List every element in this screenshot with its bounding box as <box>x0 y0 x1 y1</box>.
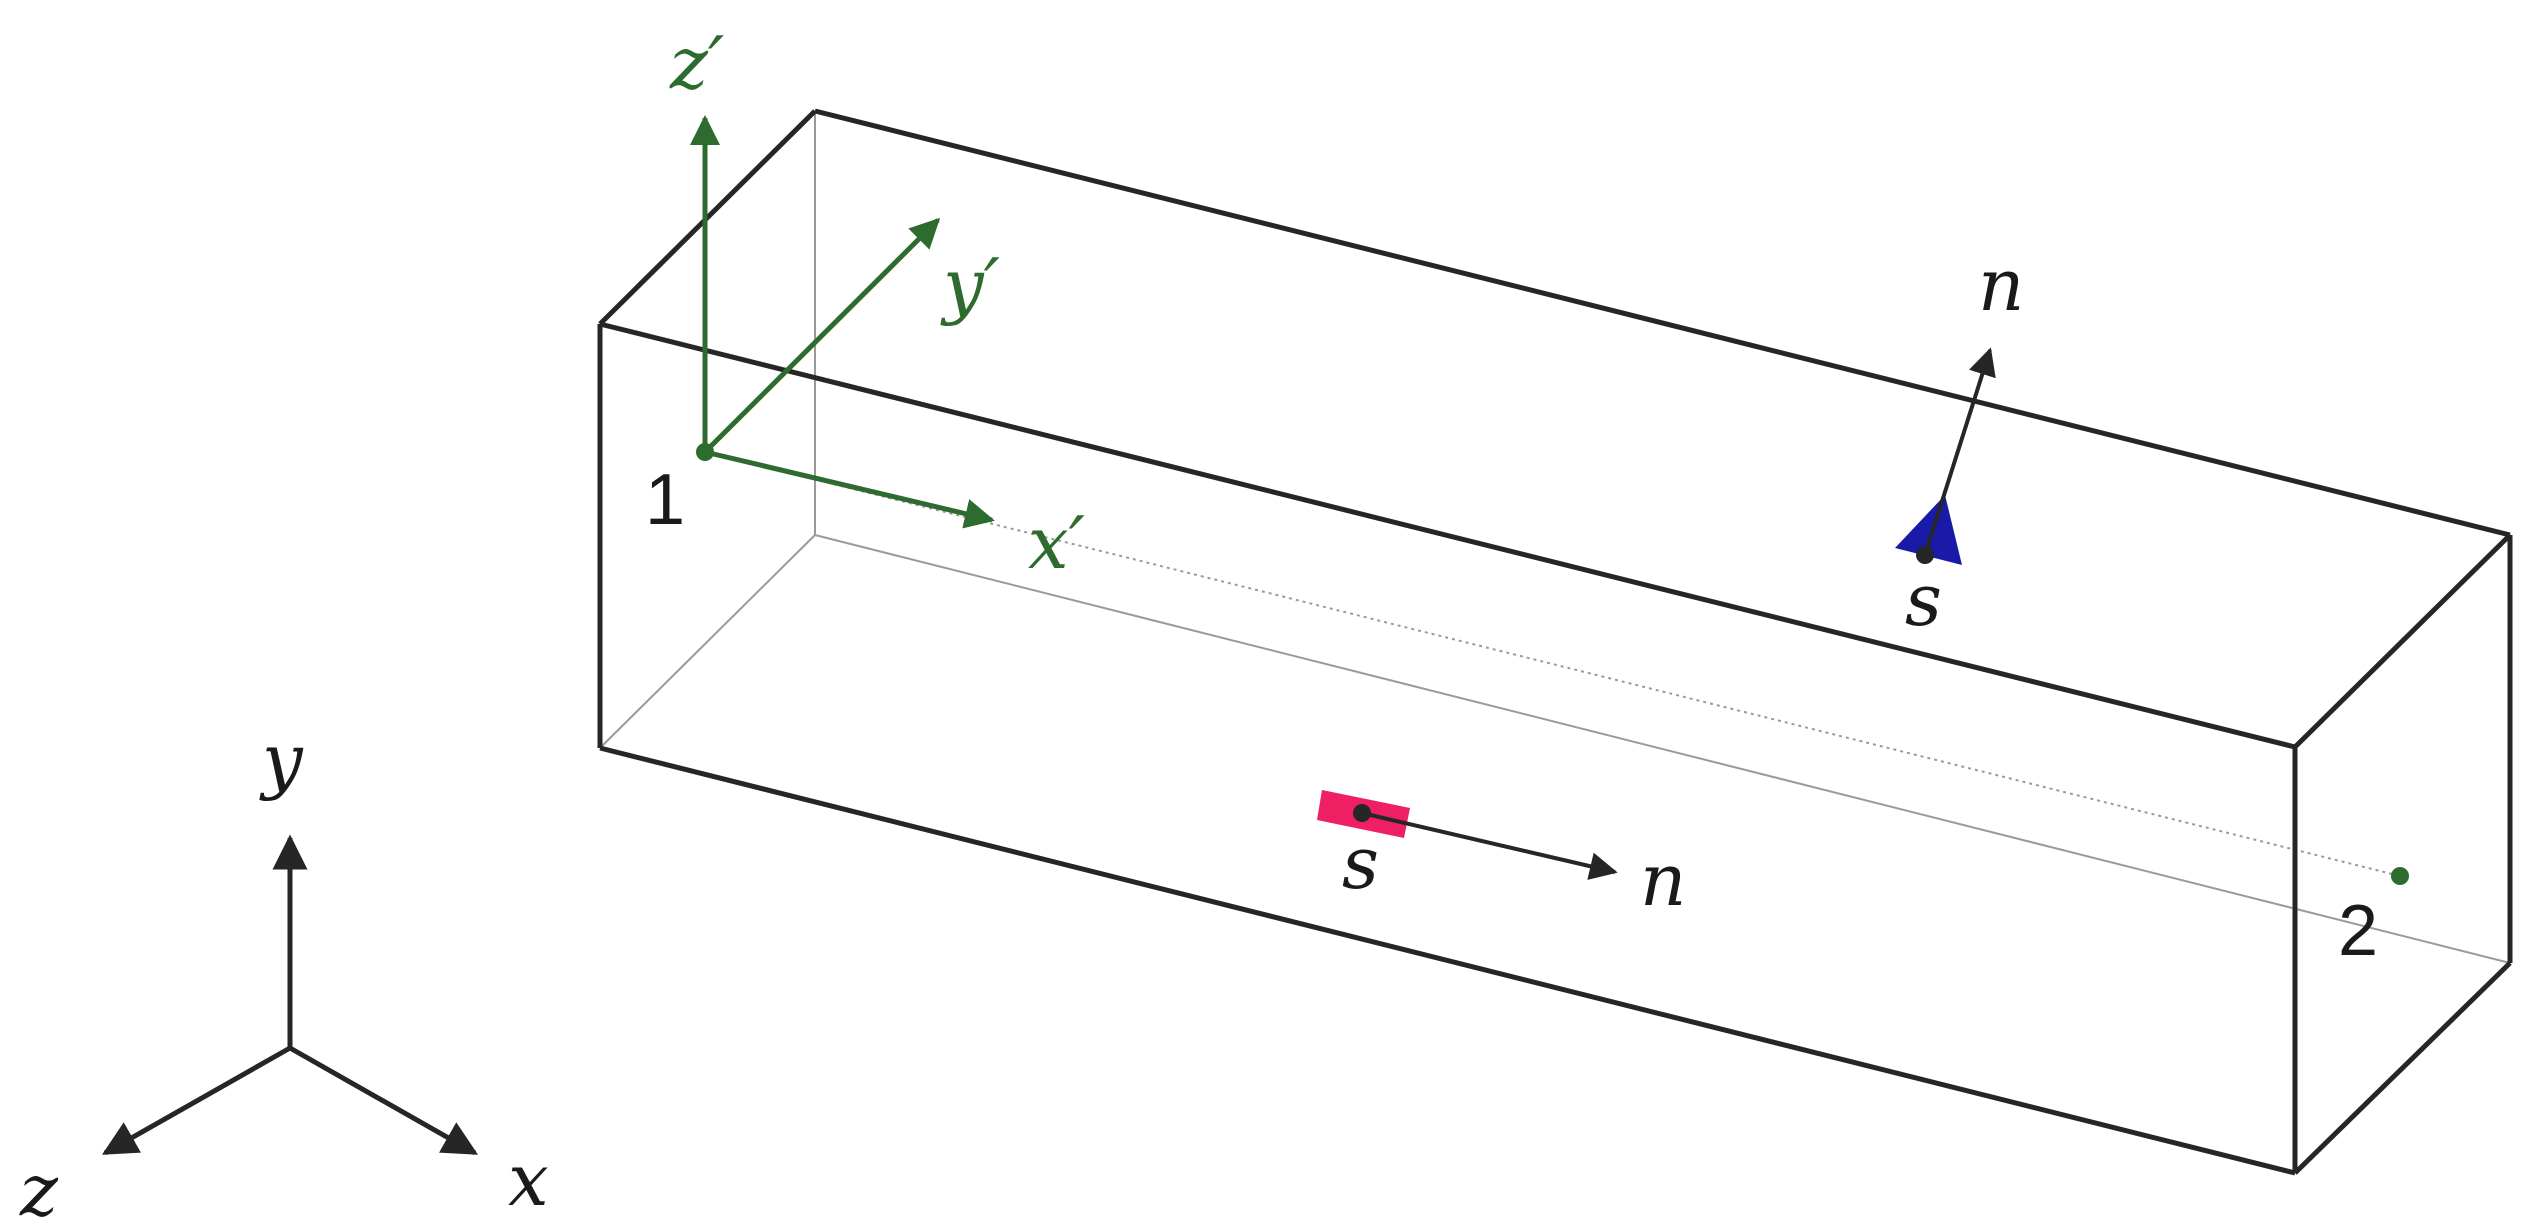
edge-bottom-right <box>2293 961 2512 1175</box>
edge-front-top <box>599 321 2296 750</box>
point-2-marker <box>2391 867 2409 885</box>
centerline <box>704 451 2401 877</box>
box-hidden-edges <box>599 111 2511 964</box>
edge-top-back <box>814 108 2511 538</box>
box-visible-edges <box>597 108 2513 1176</box>
edge-top-right <box>2293 533 2512 749</box>
front-normal-vector <box>1361 811 1618 880</box>
top-surface-point <box>1916 546 1934 564</box>
point-1-marker <box>696 443 714 461</box>
point-2-label: 2 <box>2338 891 2378 971</box>
local-y-axis <box>703 217 941 454</box>
top-s-label: s <box>1905 558 1942 642</box>
global-x-label: x <box>508 1138 549 1222</box>
front-n-label: n <box>1640 838 1686 922</box>
point-1-label: 1 <box>645 460 685 540</box>
top-n-label: n <box>1978 243 2024 327</box>
global-z-label: z <box>19 1148 59 1227</box>
local-x-axis <box>704 449 995 529</box>
local-z-label: z′ <box>669 21 724 105</box>
global-y-label: y <box>259 718 304 802</box>
front-surface-point <box>1353 804 1371 822</box>
top-surface-element <box>1895 495 1962 565</box>
global-x-axis <box>288 1045 479 1156</box>
global-frame <box>101 834 479 1156</box>
top-normal-vector <box>1923 347 1996 556</box>
hidden-edge-bottom-long <box>814 534 2511 964</box>
local-frame <box>690 115 995 529</box>
local-x-label: x′ <box>1028 501 1085 585</box>
edge-front-bottom <box>599 745 2296 1176</box>
global-z-axis <box>101 1045 292 1156</box>
local-y-label: y′ <box>940 243 1000 327</box>
hidden-edge-bottom-left <box>599 534 816 749</box>
front-s-label: s <box>1342 821 1379 905</box>
